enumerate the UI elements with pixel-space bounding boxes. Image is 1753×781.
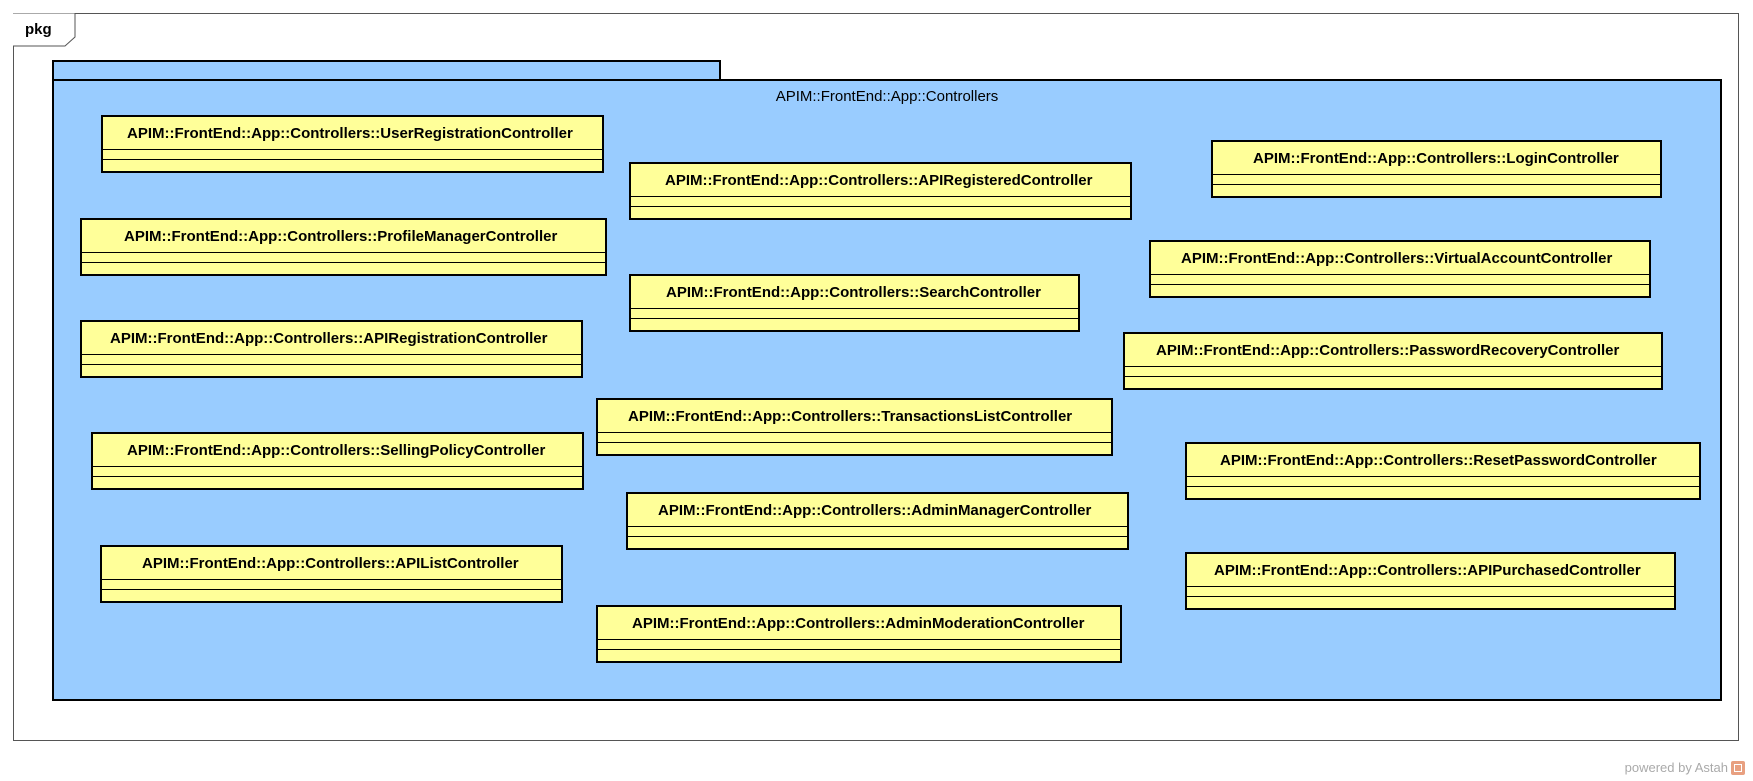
class-name: APIM::FrontEnd::App::Controllers::Profil…	[82, 220, 605, 253]
class-name: APIM::FrontEnd::App::Controllers::ResetP…	[1187, 444, 1699, 477]
package-tab[interactable]	[52, 60, 721, 80]
operations-compartment	[598, 443, 1111, 454]
class-reset-password-controller[interactable]: APIM::FrontEnd::App::Controllers::ResetP…	[1185, 442, 1701, 500]
frame-tab: pkg	[13, 13, 76, 47]
class-name: APIM::FrontEnd::App::Controllers::UserRe…	[103, 117, 602, 150]
class-name: APIM::FrontEnd::App::Controllers::Virtua…	[1151, 242, 1649, 275]
class-name: APIM::FrontEnd::App::Controllers::AdminM…	[598, 607, 1120, 640]
frame-label: pkg	[25, 21, 52, 38]
attributes-compartment	[631, 197, 1130, 207]
class-api-purchased-controller[interactable]: APIM::FrontEnd::App::Controllers::APIPur…	[1185, 552, 1676, 610]
astah-logo-icon	[1731, 760, 1745, 775]
operations-compartment	[82, 365, 581, 376]
attributes-compartment	[102, 580, 561, 590]
operations-compartment	[598, 650, 1120, 661]
attributes-compartment	[1213, 175, 1660, 185]
class-name: APIM::FrontEnd::App::Controllers::LoginC…	[1213, 142, 1660, 175]
watermark-text: powered by Astah	[1624, 760, 1728, 775]
class-admin-manager-controller[interactable]: APIM::FrontEnd::App::Controllers::AdminM…	[626, 492, 1129, 550]
class-name: APIM::FrontEnd::App::Controllers::APIReg…	[631, 164, 1130, 197]
class-api-registered-controller[interactable]: APIM::FrontEnd::App::Controllers::APIReg…	[629, 162, 1132, 220]
attributes-compartment	[82, 253, 605, 263]
class-name: APIM::FrontEnd::App::Controllers::AdminM…	[628, 494, 1127, 527]
operations-compartment	[631, 319, 1078, 330]
class-api-registration-controller[interactable]: APIM::FrontEnd::App::Controllers::APIReg…	[80, 320, 583, 378]
attributes-compartment	[1125, 367, 1661, 377]
class-selling-policy-controller[interactable]: APIM::FrontEnd::App::Controllers::Sellin…	[91, 432, 584, 490]
class-name: APIM::FrontEnd::App::Controllers::APIReg…	[82, 322, 581, 355]
operations-compartment	[1187, 597, 1674, 608]
attributes-compartment	[598, 433, 1111, 443]
operations-compartment	[631, 207, 1130, 218]
attributes-compartment	[93, 467, 582, 477]
attributes-compartment	[598, 640, 1120, 650]
class-name: APIM::FrontEnd::App::Controllers::APILis…	[102, 547, 561, 580]
operations-compartment	[1213, 185, 1660, 196]
class-admin-moderation-controller[interactable]: APIM::FrontEnd::App::Controllers::AdminM…	[596, 605, 1122, 663]
class-name: APIM::FrontEnd::App::Controllers::Passwo…	[1125, 334, 1661, 367]
class-api-list-controller[interactable]: APIM::FrontEnd::App::Controllers::APILis…	[100, 545, 563, 603]
class-transactions-list-controller[interactable]: APIM::FrontEnd::App::Controllers::Transa…	[596, 398, 1113, 456]
class-name: APIM::FrontEnd::App::Controllers::Sellin…	[93, 434, 582, 467]
operations-compartment	[1187, 487, 1699, 498]
operations-compartment	[102, 590, 561, 601]
class-search-controller[interactable]: APIM::FrontEnd::App::Controllers::Search…	[629, 274, 1080, 332]
operations-compartment	[103, 160, 602, 171]
operations-compartment	[628, 537, 1127, 548]
class-name: APIM::FrontEnd::App::Controllers::APIPur…	[1187, 554, 1674, 587]
operations-compartment	[93, 477, 582, 488]
attributes-compartment	[631, 309, 1078, 319]
operations-compartment	[1125, 377, 1661, 388]
attributes-compartment	[628, 527, 1127, 537]
class-login-controller[interactable]: APIM::FrontEnd::App::Controllers::LoginC…	[1211, 140, 1662, 198]
operations-compartment	[82, 263, 605, 274]
attributes-compartment	[1151, 275, 1649, 285]
attributes-compartment	[1187, 477, 1699, 487]
operations-compartment	[1151, 285, 1649, 296]
class-virtual-account-controller[interactable]: APIM::FrontEnd::App::Controllers::Virtua…	[1149, 240, 1651, 298]
class-name: APIM::FrontEnd::App::Controllers::Transa…	[598, 400, 1111, 433]
attributes-compartment	[1187, 587, 1674, 597]
attributes-compartment	[82, 355, 581, 365]
astah-watermark: powered by Astah	[1625, 760, 1745, 775]
class-password-recovery-controller[interactable]: APIM::FrontEnd::App::Controllers::Passwo…	[1123, 332, 1663, 390]
attributes-compartment	[103, 150, 602, 160]
class-profile-manager-controller[interactable]: APIM::FrontEnd::App::Controllers::Profil…	[80, 218, 607, 276]
class-user-registration-controller[interactable]: APIM::FrontEnd::App::Controllers::UserRe…	[101, 115, 604, 173]
package-name: APIM::FrontEnd::App::Controllers	[775, 88, 999, 105]
class-name: APIM::FrontEnd::App::Controllers::Search…	[631, 276, 1078, 309]
